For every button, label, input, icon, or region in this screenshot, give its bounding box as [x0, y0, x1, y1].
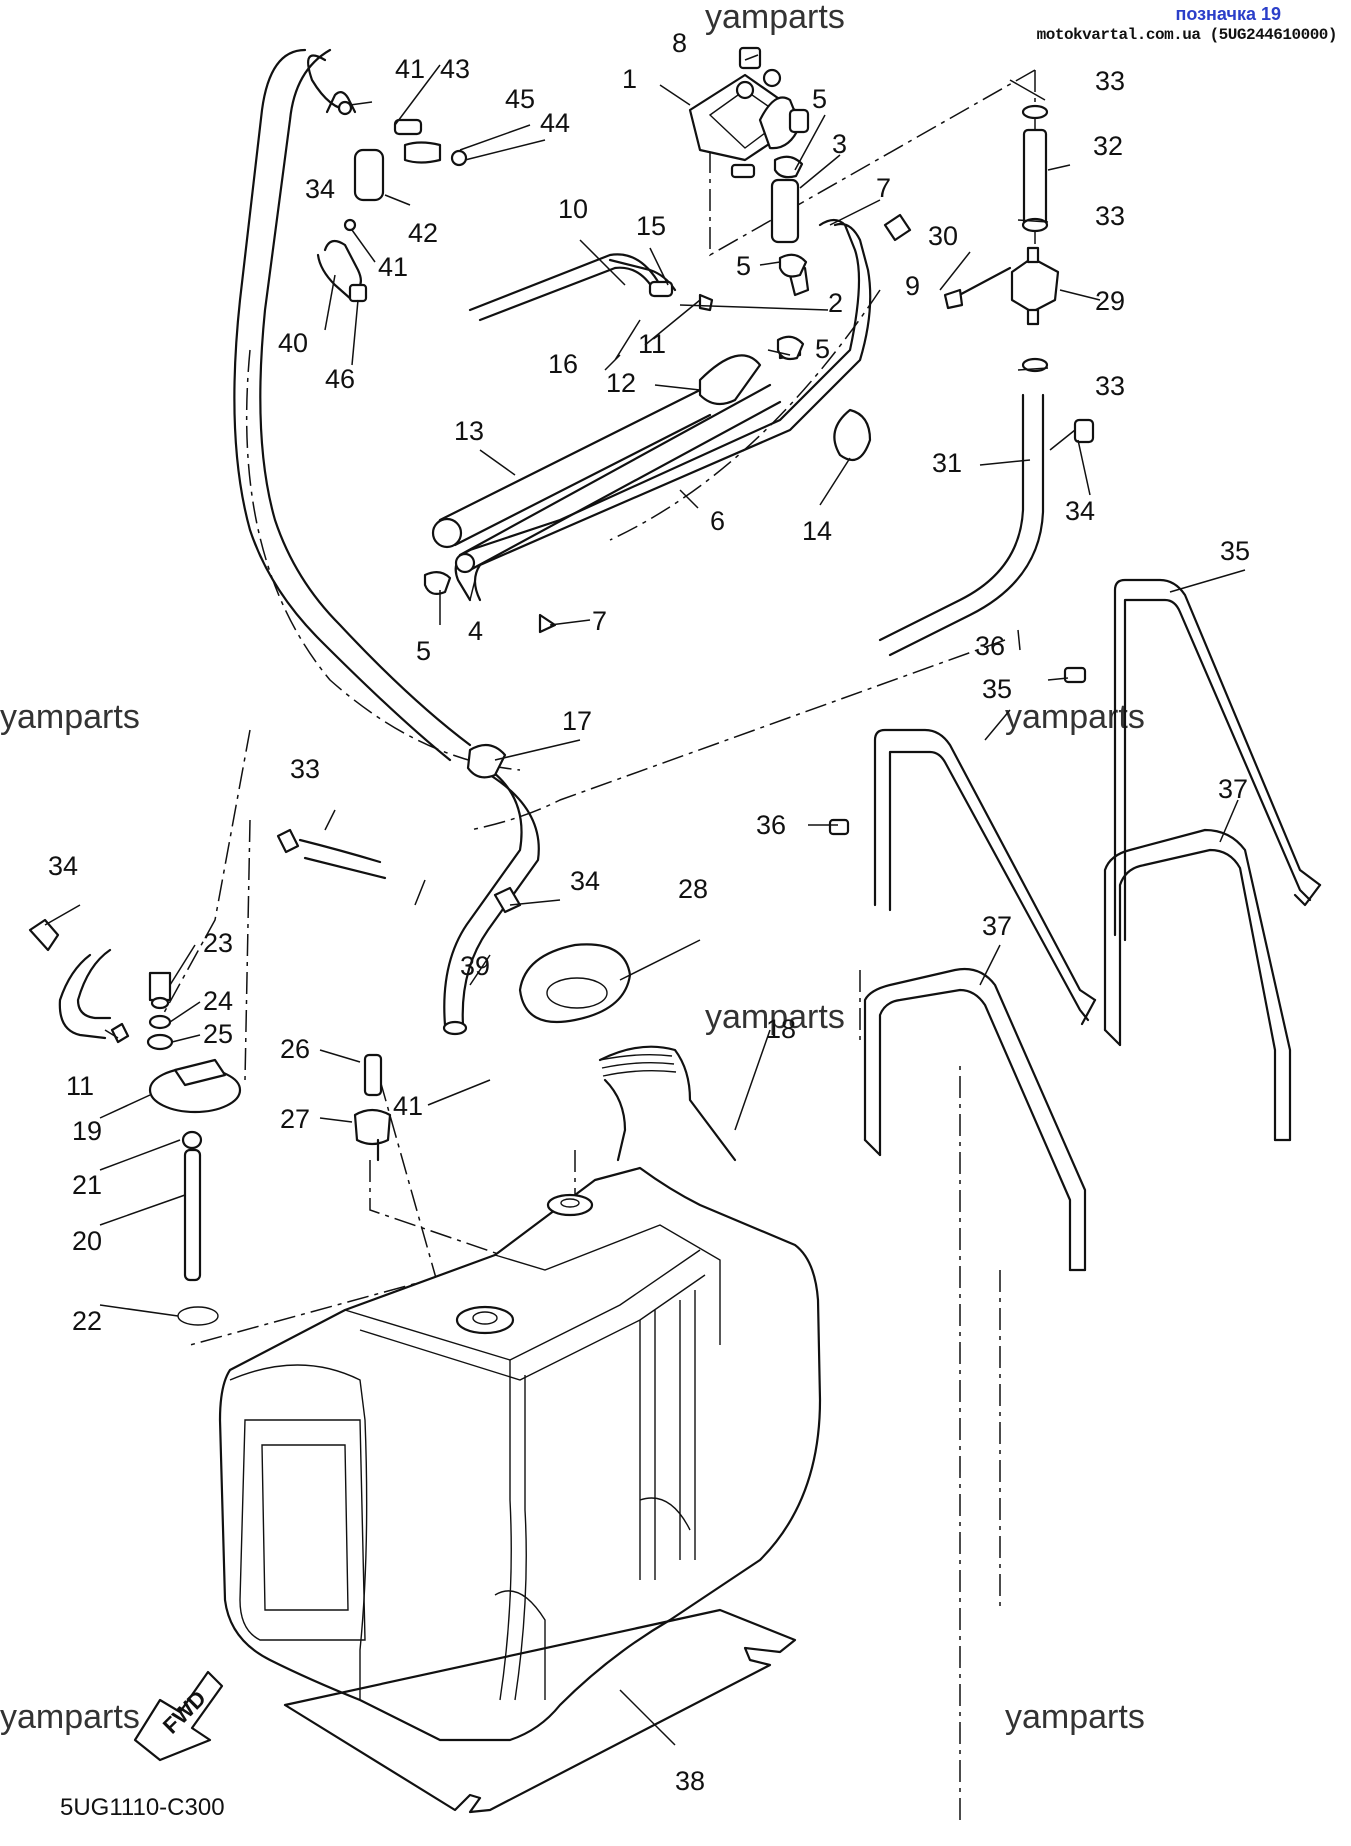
callout-41c: 41 — [393, 1091, 423, 1121]
callout-36a: 36 — [975, 631, 1005, 661]
callout-45: 45 — [505, 84, 535, 114]
hose-32 — [1022, 128, 1048, 228]
callout-28: 28 — [678, 874, 708, 904]
callout-5b: 5 — [736, 251, 751, 281]
mat-38 — [283, 1608, 797, 1814]
filter-42 — [353, 148, 385, 202]
callout-35b: 35 — [982, 674, 1012, 704]
watermark-bottom-right: yamparts — [1005, 1698, 1145, 1736]
callout-46: 46 — [325, 364, 355, 394]
diagram-code: 5UG1110-C300 — [60, 1794, 225, 1821]
callout-17: 17 — [562, 706, 592, 736]
callout-32: 32 — [1093, 131, 1123, 161]
callout-16: 16 — [548, 349, 578, 379]
callout-42: 42 — [408, 218, 438, 248]
callout-41b: 41 — [378, 252, 408, 282]
callout-1: 1 — [622, 64, 637, 94]
callout-37b: 37 — [982, 911, 1012, 941]
callout-43: 43 — [440, 54, 470, 84]
callout-14: 14 — [802, 516, 832, 546]
callout-20: 20 — [72, 1226, 102, 1256]
callout-11b: 11 — [66, 1071, 94, 1101]
callout-33b: 33 — [1095, 201, 1125, 231]
callout-41a: 41 — [395, 54, 425, 84]
callout-25: 25 — [203, 1019, 233, 1049]
callout-11a: 11 — [638, 329, 666, 359]
tube-20 — [183, 1148, 202, 1282]
callout-5d: 5 — [416, 636, 431, 666]
callout-29: 29 — [1095, 286, 1125, 316]
callout-33a: 33 — [1095, 66, 1125, 96]
callout-34b: 34 — [1065, 496, 1095, 526]
callout-27: 27 — [280, 1104, 310, 1134]
callout-21: 21 — [72, 1170, 102, 1200]
callout-19: 19 — [72, 1116, 102, 1146]
callout-7b: 7 — [592, 606, 607, 636]
fwd-arrow-icon — [133, 1670, 224, 1762]
callout-39: 39 — [460, 951, 490, 981]
callout-13: 13 — [454, 416, 484, 446]
callout-3: 3 — [832, 129, 847, 159]
cap-28 — [518, 943, 632, 1024]
fuel-tank-18 — [218, 1166, 822, 1742]
header-title: позначка 19 — [1175, 4, 1281, 24]
callout-18: 18 — [766, 1014, 796, 1044]
callout-38: 38 — [675, 1766, 705, 1796]
watermark-right-mid: yamparts — [1005, 698, 1145, 736]
callout-5c: 5 — [815, 334, 830, 364]
callout-36b: 36 — [756, 810, 786, 840]
callout-34d: 34 — [48, 851, 78, 881]
callout-37a: 37 — [1218, 774, 1248, 804]
watermark-top: yamparts — [705, 0, 845, 36]
callout-23: 23 — [203, 928, 233, 958]
callout-34c: 34 — [570, 866, 600, 896]
callout-33d: 33 — [290, 754, 320, 784]
callout-22: 22 — [72, 1306, 102, 1336]
callout-30: 30 — [928, 221, 958, 251]
callout-10: 10 — [558, 194, 588, 224]
watermark-left: yamparts — [0, 698, 140, 736]
callout-9: 9 — [905, 271, 920, 301]
callout-2: 2 — [828, 288, 843, 318]
watermark-bottom-left: yamparts — [0, 1698, 140, 1736]
callout-44: 44 — [540, 108, 570, 138]
header-site: motokvartal.com.ua (5UG244610000) — [1036, 26, 1338, 44]
callout-4: 4 — [468, 616, 483, 646]
callout-15: 15 — [636, 211, 666, 241]
callout-8: 8 — [672, 28, 687, 58]
callout-35a: 35 — [1220, 536, 1250, 566]
watermark-center: yamparts — [705, 998, 845, 1036]
callout-6: 6 — [710, 506, 725, 536]
callout-5a: 5 — [812, 84, 827, 114]
callout-34a: 34 — [305, 174, 335, 204]
callout-40: 40 — [278, 328, 308, 358]
callout-33c: 33 — [1095, 371, 1125, 401]
callout-31: 31 — [932, 448, 962, 478]
hose-3 — [770, 178, 800, 244]
filter-29 — [1010, 256, 1060, 314]
callout-26: 26 — [280, 1034, 310, 1064]
callout-12: 12 — [606, 368, 636, 398]
callout-7a: 7 — [876, 173, 891, 203]
callout-24: 24 — [203, 986, 233, 1016]
